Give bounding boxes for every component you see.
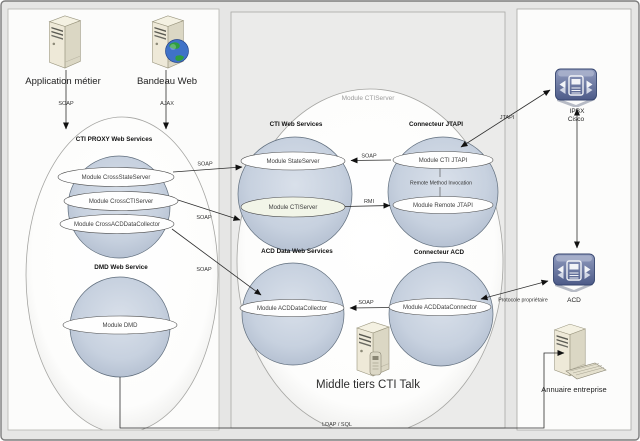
module-label: Module ACDDataCollector — [257, 306, 327, 312]
module-cti-server: Module CTIServer — [240, 196, 346, 218]
ajax-protocol-label: AJAX — [160, 101, 174, 107]
link-crossacd-to-collector — [171, 228, 262, 296]
link-dmd-to-annuaire — [119, 350, 565, 429]
link-ctijtapi-to-ipbx — [460, 89, 551, 148]
soap-link-label: SOAP — [196, 267, 212, 273]
rmi-link-label: RMI — [364, 199, 375, 205]
module-cross-cti-server: Module CrossCTIServer — [63, 191, 179, 211]
module-remote-jtapi: Module Remote JTAPI — [392, 196, 494, 214]
link-ctijtapi-to-stateserver — [350, 157, 392, 164]
soap-link-label: SOAP — [196, 215, 212, 221]
remote-method-invocation-label: Remote Method Invocation — [410, 181, 472, 187]
connecteur-jtapi-group: Connecteur JTAPI Module CTI JTAPI Remote… — [387, 121, 499, 248]
soap-link-label: SOAP — [358, 300, 374, 306]
globe-icon — [165, 39, 189, 63]
handset-device-icon — [369, 351, 382, 376]
module-label: Module ACDDataConnector — [403, 305, 477, 311]
link-connector-to-acd — [480, 279, 549, 301]
module-acd-data-connector: Module ACDDataConnector — [388, 298, 492, 316]
group-title: Connecteur ACD — [414, 249, 465, 256]
cti-web-services-group: CTI Web Services Module StateServer Modu… — [237, 121, 353, 252]
connections: SOAP SOAP SOAP SOAP RMI SOAP JTAPI Proto… — [63, 70, 580, 429]
middle-tiers-caption: Middle tiers CTI Talk — [316, 379, 420, 391]
module-cross-state-server: Module CrossStateServer — [57, 167, 175, 187]
link-ctiserver-to-remotejtapi — [344, 202, 391, 209]
acd-data-web-services-group: ACD Data Web Services Module ACDDataColl… — [239, 248, 345, 366]
ldap-sql-link-label: LDAP / SQL — [322, 422, 352, 428]
acd-label: ACD — [567, 297, 581, 304]
dmd-web-service-group: DMD Web Service Module DMD — [62, 264, 178, 378]
keyboard-icon — [565, 362, 607, 380]
group-title: DMD Web Service — [94, 264, 148, 271]
soap-link-label: SOAP — [197, 162, 213, 168]
connecteur-acd-group: Connecteur ACD Module ACDDataConnector — [388, 249, 494, 367]
module-label: Module Remote JTAPI — [413, 203, 473, 209]
module-label: Module CrossACDDataCollector — [74, 222, 160, 228]
ipbx-label-line2: Cisco — [568, 116, 585, 123]
module-ctiserver-container-label: Module CTIServer — [342, 95, 396, 102]
group-title: ACD Data Web Services — [261, 248, 333, 255]
group-title: CTI Web Services — [270, 121, 323, 128]
link-crosscti-to-ctiserver — [177, 199, 241, 221]
client-label: Bandeau Web — [137, 76, 197, 87]
module-state-server: Module StateServer — [240, 151, 346, 171]
endpoint-annuaire-entreprise: Annuaire entreprise — [541, 323, 607, 394]
server-tower-icon — [48, 15, 81, 69]
module-label: Module CTIServer — [269, 205, 318, 211]
module-label: Module DMD — [102, 323, 138, 329]
module-acd-data-collector: Module ACDDataCollector — [239, 299, 345, 317]
link-crossstate-to-stateserver — [172, 164, 243, 173]
module-label: Module CrossStateServer — [82, 175, 151, 181]
client-label: Application métier — [25, 76, 101, 87]
annuaire-label: Annuaire entreprise — [541, 385, 606, 394]
module-dmd: Module DMD — [62, 315, 178, 335]
module-label: Module CrossCTIServer — [89, 199, 153, 205]
module-cti-jtapi: Module CTI JTAPI — [392, 151, 494, 169]
soap-link-label: SOAP — [361, 154, 377, 160]
client-bandeau-web: Bandeau Web AJAX — [137, 15, 197, 107]
jtapi-link-label: JTAPI — [500, 115, 515, 121]
module-cross-acd-data-collector: Module CrossACDDataCollector — [59, 214, 175, 234]
module-label: Module CTI JTAPI — [419, 158, 468, 164]
link-connector-to-collector — [349, 304, 390, 311]
module-label: Module StateServer — [266, 159, 319, 165]
group-title: Connecteur JTAPI — [409, 121, 463, 128]
protocole-link-label: Protocole propriétaire — [498, 298, 548, 304]
cti-proxy-web-services-group: CTI PROXY Web Services Module CrossState… — [57, 136, 179, 259]
group-title: CTI PROXY Web Services — [76, 136, 153, 143]
endpoint-acd: ACD — [552, 253, 596, 304]
